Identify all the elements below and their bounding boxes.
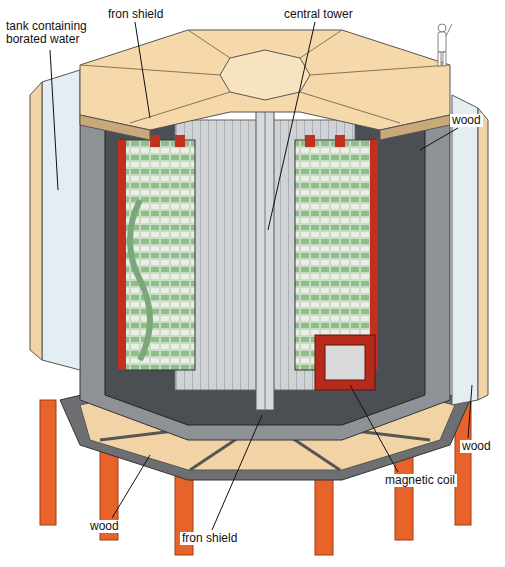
part-label: wood — [460, 440, 493, 453]
part-label: wood — [88, 520, 121, 533]
part-label: fron shield — [106, 8, 165, 21]
part-label: magnetic coil — [383, 474, 457, 487]
part-label: fron shield — [180, 532, 239, 545]
part-label: tank containing borated water — [4, 20, 116, 46]
part-label: wood — [450, 114, 483, 127]
part-label: central tower — [282, 8, 355, 21]
